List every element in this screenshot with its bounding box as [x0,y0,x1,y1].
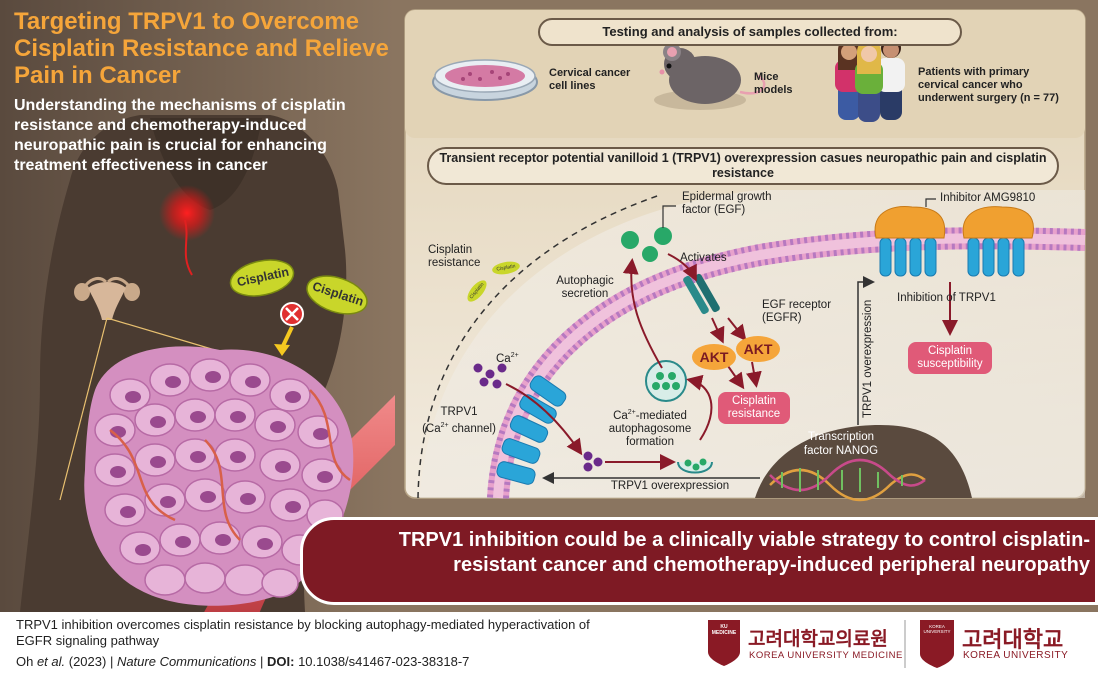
cisplatin-resistance-pill: Cisplatin resistance [718,392,790,424]
autophagosome-label: Ca2+-mediated autophagosome formation [608,409,692,448]
autophagosome-icon [645,360,713,474]
egf-label: Epidermal growth factor (EGF) [682,191,772,216]
akt-node-2: AKT [736,336,780,362]
inhibitor-amg9810-icon [874,206,1034,277]
activates-arrow [667,253,697,282]
tumor-cluster-icon [84,346,354,606]
blocked-icon [280,302,304,326]
akt-node-1: AKT [692,344,736,370]
petri-dish-icon [432,59,538,101]
egf-particles-icon [621,227,672,262]
trpv1-overexpression-vertical-label: TRPV1 overexpression [862,299,874,418]
ku-medicine-name-kor: 고려대학교의료원 [748,629,888,650]
inhibition-label: Inhibition of TRPV1 [897,292,996,304]
conclusion-banner [300,517,1098,605]
cisplatin-pill-icon [229,259,368,315]
egfr-receptor-icon [683,273,720,315]
trpv1-channel-label: TRPV1(Ca2+ channel) [422,406,496,435]
calcium-ions-icon [473,363,603,472]
sample-mice: Mice models [754,71,793,96]
autophagic-secretion-label: Autophagic secretion [556,275,614,300]
ku-medicine-badge-text: KU MEDICINE [711,624,737,636]
paper-title: TRPV1 inhibition overcomes cisplatin res… [16,617,590,648]
pain-spot [159,185,215,241]
conclusion-text: TRPV1 inhibition could be a clinically v… [398,529,1090,576]
cisplatin-resistance-label: Cisplatin resistance [428,244,481,269]
ku-name-kor: 고려대학교 [962,627,1064,652]
ku-name-en: KOREA UNIVERSITY [963,650,1069,661]
ku-medicine-logo [708,620,740,666]
trpv1-overexpression-bottom-label: TRPV1 overexpression [610,480,730,492]
calcium-label: Ca2+ [496,352,519,365]
cell-membrane-dashed [417,194,661,499]
ku-medicine-name-en: KOREA UNIVERSITY MEDICINE [749,650,903,661]
trpv1-channel-icon [496,375,567,485]
citation: Oh et al. (2023) | Nature Communications… [16,654,470,669]
autophagic-secretion-arrow [622,258,663,369]
activates-label: Activates [680,252,727,264]
mechanism-header: Transient receptor potential vanilloid 1… [427,147,1059,185]
ku-badge-text: KOREA UNIVERSITY [923,624,951,634]
uterus-icon [74,276,140,320]
page-subtitle: Understanding the mechanisms of cisplati… [14,97,346,174]
egfr-label: EGF receptor (EGFR) [762,299,832,324]
mouse-icon [654,43,766,110]
inhibitor-label: Inhibitor AMG9810 [940,192,1036,204]
sample-patients: Patients with primary cervical cancer wh… [918,66,1059,104]
cisplatin-susceptibility-pill: Cisplatin susceptibility [908,342,992,374]
samples-header: Testing and analysis of samples collecte… [538,18,962,46]
korea-university-logo [920,620,954,668]
patients-icon [835,38,905,122]
sample-cell-lines: Cervical cancer cell lines [549,67,631,92]
page-title: Targeting TRPV1 to Overcome Cisplatin Re… [14,8,389,89]
nanog-label: Transcription factor NANOG [803,431,879,457]
dna-icon [769,458,926,502]
